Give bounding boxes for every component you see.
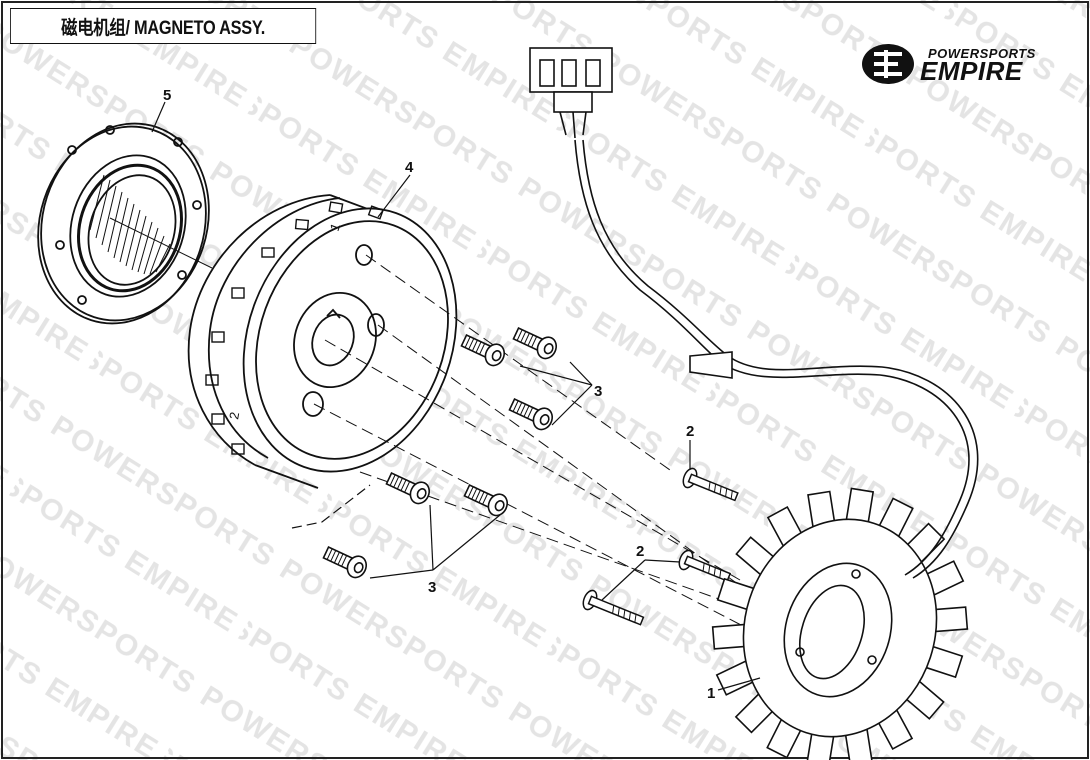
part-1-stator [711,487,969,760]
brand-logo: POWERSPORTS EMPIRE [860,40,1060,86]
wiring-harness [529,47,979,579]
part-5-one-way-clutch [37,122,213,325]
page-title: 磁电机组/ MAGNETO ASSY. [10,8,317,44]
stator-tooth [845,487,875,525]
callout-1: 1 [707,685,715,702]
callout-3-right: 3 [594,383,602,400]
assembly-dashed-lines [313,254,771,641]
part-4-flywheel-rotor: 1 2 [187,194,458,489]
callout-5: 5 [163,87,171,104]
callout-3-bottom: 3 [428,579,436,596]
EE-emblem-icon [862,44,914,84]
flywheel-mark-2: 2 [226,411,242,421]
stator-tooth [711,623,748,650]
callout-4: 4 [405,159,414,176]
callout-labels: 1 2 2 3 3 4 5 [163,87,715,702]
logo-line-2: EMPIRE [920,56,1023,86]
callout-leaders [151,101,761,691]
part-3-bolts [322,326,558,579]
part-2-screws [582,467,739,626]
stator-tooth [932,606,969,633]
callout-2-top: 2 [686,423,694,440]
flywheel-mark-1: 1 [327,221,344,233]
callout-2-mid: 2 [636,543,644,560]
logo-line-1: POWERSPORTS [928,46,1036,61]
